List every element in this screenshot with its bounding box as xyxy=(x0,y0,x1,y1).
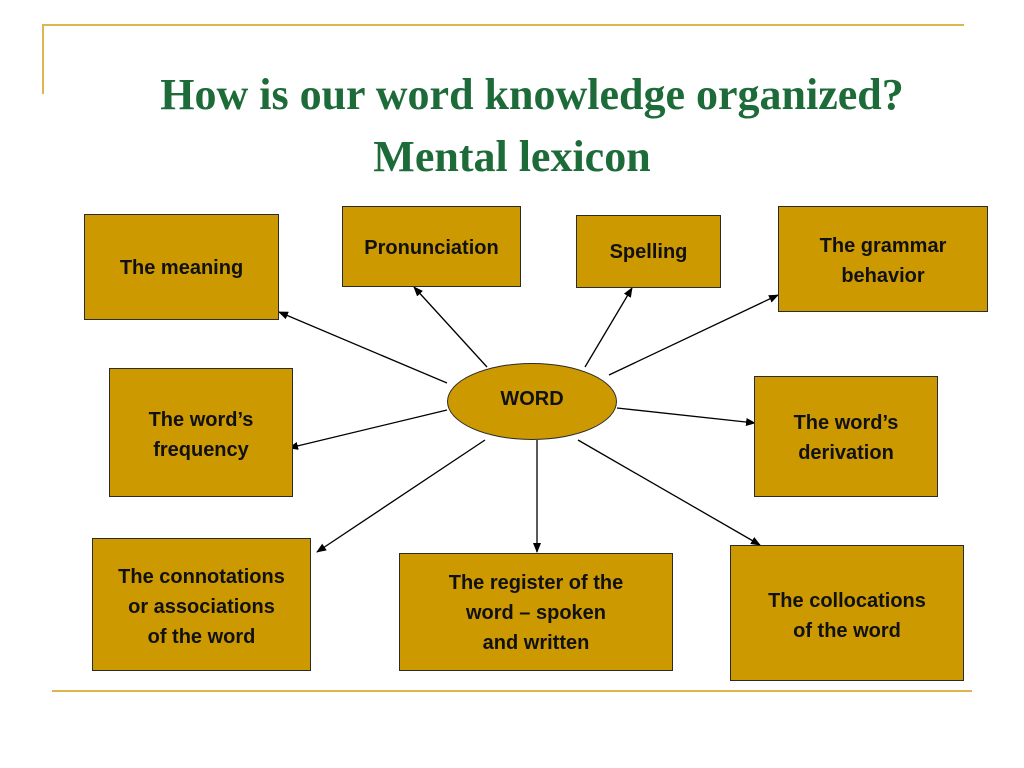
node-pronunciation: Pronunciation xyxy=(342,206,521,287)
slide-title-line1: How is our word knowledge organized? xyxy=(160,70,904,119)
node-derivation-label: The word’s derivation xyxy=(793,412,899,464)
node-pronunciation-label: Pronunciation xyxy=(364,237,499,259)
node-register-label: The register of the word – spoken and wr… xyxy=(448,572,624,654)
frame-bottom-line xyxy=(52,690,972,692)
arrow-to-frequency xyxy=(288,409,448,450)
arrow-to-spelling xyxy=(584,287,633,368)
node-derivation: The word’s derivation xyxy=(754,376,938,497)
arrow-to-meaning xyxy=(278,311,448,384)
slide-title-line2: Mental lexicon xyxy=(373,132,651,181)
frame-left-line xyxy=(42,24,44,94)
node-spelling-label: Spelling xyxy=(609,241,688,263)
node-grammar-label: The grammar behavior xyxy=(819,235,947,287)
arrow-to-derivation xyxy=(616,407,756,427)
node-collocations: The collocations of the word xyxy=(730,545,964,681)
word-center-node: WORD xyxy=(447,363,617,440)
node-meaning: The meaning xyxy=(84,214,279,320)
arrow-to-connotations xyxy=(316,439,486,553)
node-register: The register of the word – spoken and wr… xyxy=(399,553,673,671)
frame-top-line xyxy=(42,24,964,26)
arrow-to-collocations xyxy=(577,439,761,546)
node-grammar: The grammar behavior xyxy=(778,206,988,312)
node-frequency: The word’s frequency xyxy=(109,368,293,497)
arrow-to-grammar xyxy=(608,294,779,376)
arrow-to-pronunciation xyxy=(413,286,488,368)
node-collocations-label: The collocations of the word xyxy=(768,590,926,642)
node-spelling: Spelling xyxy=(576,215,721,288)
node-connotations: The connotations or associations of the … xyxy=(92,538,311,671)
node-connotations-label: The connotations or associations of the … xyxy=(118,566,285,648)
node-frequency-label: The word’s frequency xyxy=(148,409,254,461)
word-center-label: WORD xyxy=(500,388,564,410)
node-meaning-label: The meaning xyxy=(119,257,244,279)
